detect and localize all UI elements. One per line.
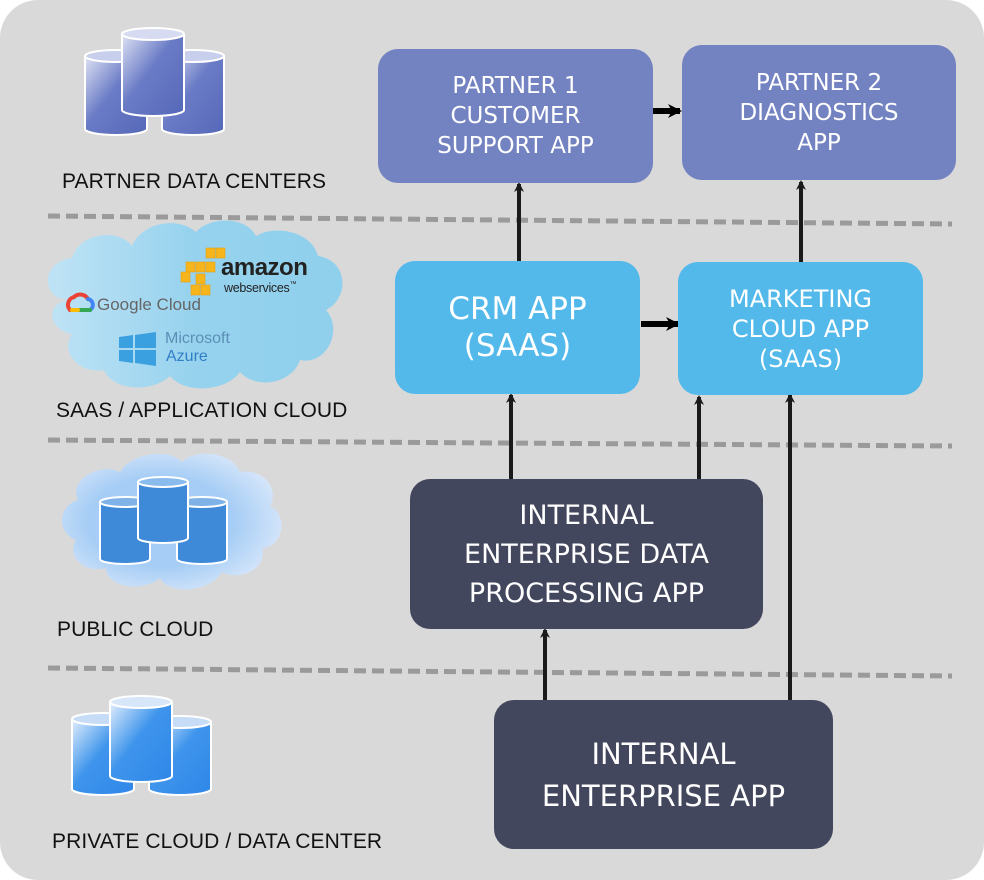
app-label-line: ENTERPRISE APP <box>541 778 786 813</box>
app-label-line: PARTNER 2 <box>755 69 883 96</box>
app-label-line: SUPPORT APP <box>437 133 594 159</box>
tier-label-private: PRIVATE CLOUD / DATA CENTER <box>52 830 383 853</box>
app-label-line: INTERNAL <box>519 499 654 531</box>
tier-label-partner: PARTNER DATA CENTERS <box>62 170 327 193</box>
app-label-line: ENTERPRISE DATA <box>464 538 709 570</box>
google-cloud-wordmark: Google Cloud <box>97 295 201 314</box>
partner2-diagnostics-app[interactable]: PARTNER 2 DIAGNOSTICS APP <box>682 45 956 180</box>
app-label-line: APP <box>797 129 841 156</box>
app-label-line: (SAAS) <box>463 327 572 364</box>
app-label-line: (SAAS) <box>758 344 843 373</box>
microsoft-wordmark: Microsoft <box>165 330 230 347</box>
tier-label-public: PUBLIC CLOUD <box>57 618 214 641</box>
app-label-line: CLOUD APP <box>731 314 870 343</box>
aws-wordmark: amazon <box>221 254 308 281</box>
app-label-line: DIAGNOSTICS <box>739 99 899 126</box>
app-label-line: INTERNAL <box>591 736 736 771</box>
aws-trademark: ™ <box>289 281 297 288</box>
partner1-customer-support-app[interactable]: PARTNER 1 CUSTOMER SUPPORT APP <box>378 49 653 183</box>
internal-enterprise-data-processing-app[interactable]: INTERNAL ENTERPRISE DATA PROCESSING APP <box>410 479 763 629</box>
app-label-line: PROCESSING APP <box>468 577 705 609</box>
tier-label-saas: SAAS / APPLICATION CLOUD <box>56 399 348 422</box>
app-label-line: MARKETING <box>729 284 872 313</box>
app-label-line: PARTNER 1 <box>452 73 579 99</box>
marketing-cloud-saas-app[interactable]: MARKETING CLOUD APP (SAAS) <box>678 262 923 395</box>
crm-saas-app[interactable]: CRM APP (SAAS) <box>395 261 640 394</box>
aws-subtitle-text: webservices <box>224 281 290 295</box>
azure-wordmark: Azure <box>166 348 208 365</box>
aws-subtitle: webservices™ <box>224 281 296 295</box>
app-label-line: CUSTOMER <box>450 103 581 129</box>
internal-enterprise-app[interactable]: INTERNAL ENTERPRISE APP <box>494 700 833 849</box>
app-label-line: CRM APP <box>448 290 587 327</box>
